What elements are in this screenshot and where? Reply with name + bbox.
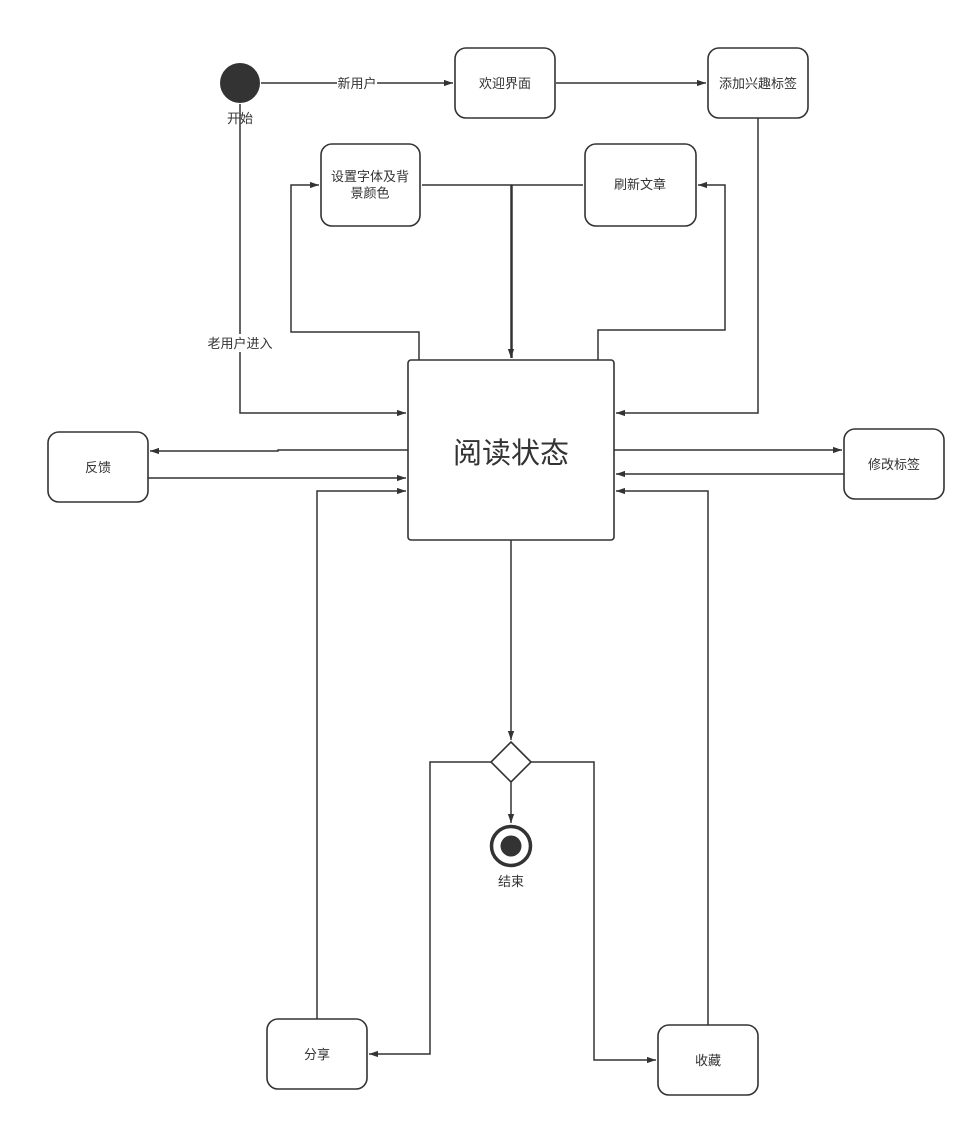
edge-label-old-user: 老用户进入 xyxy=(207,336,272,352)
state-modify-tags: 修改标签 xyxy=(843,428,945,500)
edges xyxy=(148,79,844,1064)
end-node: 结束 xyxy=(489,824,533,890)
decision-diamond xyxy=(489,740,533,784)
state-share: 分享 xyxy=(266,1018,368,1090)
state-font-bg-label: 设置字体及背景颜色 xyxy=(331,170,409,201)
edge-start-to-reading xyxy=(239,104,406,417)
state-share-label: 分享 xyxy=(304,1047,330,1063)
state-feedback-label: 反馈 xyxy=(85,461,111,476)
edge-reading-to-font-bg xyxy=(290,181,420,360)
edge-labels: 新用户 老用户进入 xyxy=(207,74,377,352)
state-refresh: 刷新文章 xyxy=(584,143,697,227)
state-reading-label: 阅读状态 xyxy=(453,436,569,470)
state-welcome-label: 欢迎界面 xyxy=(479,77,531,92)
start-node: 开始 xyxy=(220,63,260,127)
edge-decision-to-favorite xyxy=(531,761,656,1064)
edge-reading-to-refresh xyxy=(597,181,726,360)
state-add-tags-label: 添加兴趣标签 xyxy=(719,76,797,92)
edge-refresh-to-reading xyxy=(511,184,583,358)
state-refresh-label: 刷新文章 xyxy=(614,177,666,193)
state-feedback: 反馈 xyxy=(47,431,149,503)
state-font-bg: 设置字体及背景颜色 xyxy=(320,143,421,227)
end-label: 结束 xyxy=(498,875,524,890)
end-dot xyxy=(500,835,522,857)
start-label: 开始 xyxy=(227,112,253,127)
state-reading: 阅读状态 xyxy=(407,359,615,541)
edge-favorite-to-reading xyxy=(616,487,709,1025)
edge-decision-to-share xyxy=(369,761,491,1058)
start-dot xyxy=(220,63,260,103)
edge-share-to-reading xyxy=(316,487,406,1019)
state-welcome: 欢迎界面 xyxy=(454,47,556,119)
edge-add-tags-to-reading xyxy=(616,118,759,417)
state-add-tags: 添加兴趣标签 xyxy=(707,47,809,119)
edge-reading-to-feedback xyxy=(150,447,408,455)
edge-label-new-user: 新用户 xyxy=(337,76,376,92)
state-favorite-label: 收藏 xyxy=(695,1054,721,1069)
edge-font-bg-to-reading xyxy=(422,184,515,358)
state-modify-tags-label: 修改标签 xyxy=(868,457,920,473)
state-favorite: 收藏 xyxy=(657,1024,759,1096)
